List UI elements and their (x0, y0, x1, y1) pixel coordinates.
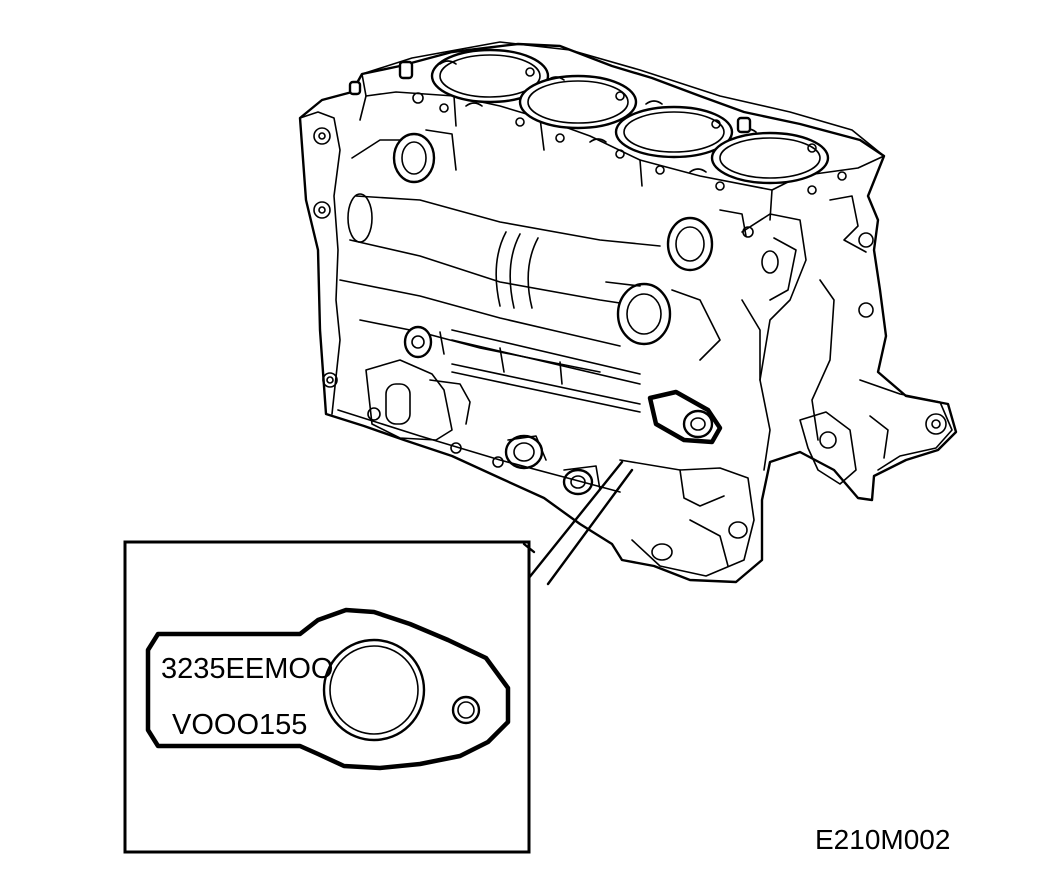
stamped-code-line-1: 3235EEMOO (161, 653, 334, 685)
cylinder-bore-1 (430, 48, 550, 104)
water-pipe-fitting (392, 132, 436, 184)
cylinder-bore-4 (710, 131, 830, 185)
block-outline (298, 42, 958, 584)
shaft-tunnel (355, 195, 661, 247)
plate-small-hole (451, 695, 481, 725)
callout-leader (522, 460, 634, 586)
oil-gallery-rod (451, 329, 641, 385)
figure-code-label: E210M002 (815, 824, 951, 855)
stamped-code-line-2: VOOO155 (172, 709, 308, 741)
plate-bore-hole (322, 638, 426, 742)
stamped-plate (145, 607, 511, 771)
engine-block (298, 41, 958, 584)
rear-mount-flange (859, 379, 953, 471)
deck-holes (412, 60, 847, 195)
front-face (299, 111, 341, 415)
cylinder-bore-2 (518, 74, 638, 130)
sensor-boss (647, 389, 723, 445)
cylinder-bore-3 (614, 105, 734, 159)
lower-bracket (619, 459, 755, 577)
